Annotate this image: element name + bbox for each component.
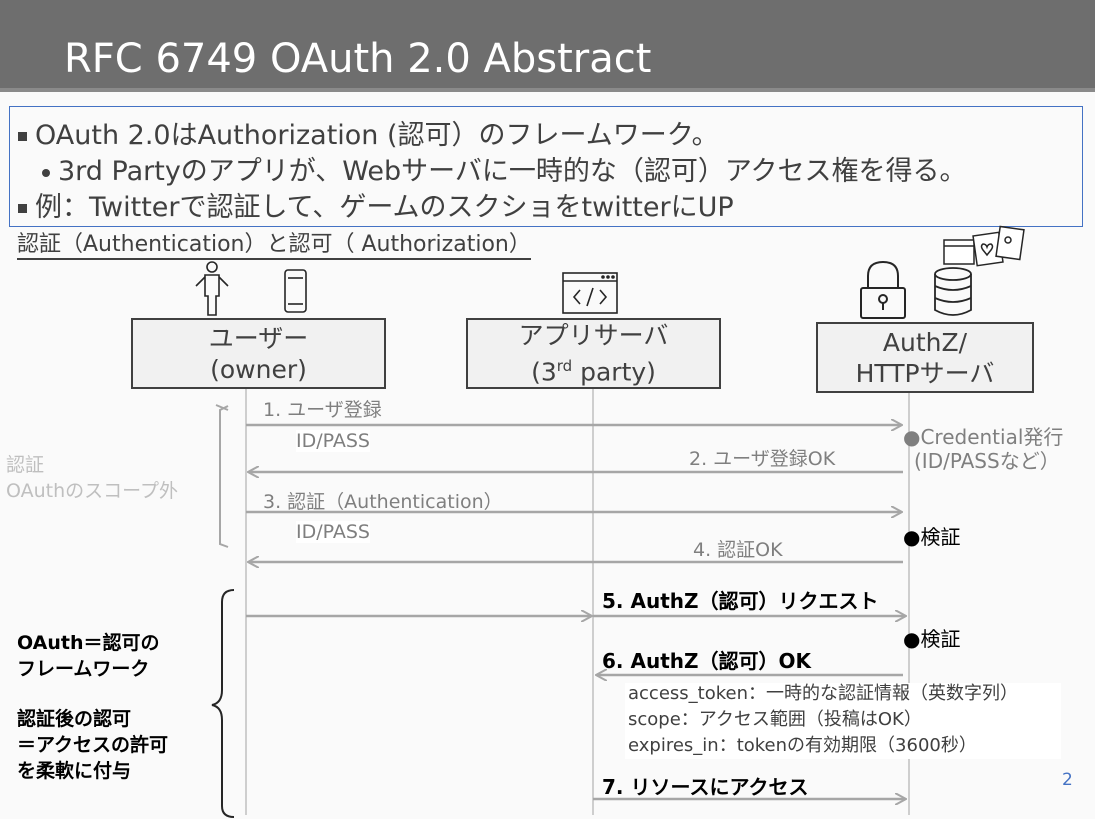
actor-app-box: アプリサーバ (3rd party)	[466, 318, 721, 389]
message-7-label: 7. リソースにアクセス	[602, 775, 809, 799]
actor-server-box: AuthZ/ HTTPサーバ	[816, 322, 1034, 393]
media-files-icon	[943, 225, 1025, 267]
actor-server-role: HTTPサーバ	[855, 358, 995, 388]
section-subheading: 認証（Authentication）と認可（ Authorization）	[17, 232, 531, 260]
auth-bracket	[219, 405, 229, 548]
message-1-payload: ID/PASS	[296, 430, 370, 452]
message-6-label: 6. AuthZ（認可）OK	[602, 649, 811, 673]
message-2-label: 2. ユーザ登録OK	[689, 448, 836, 470]
token-access: access_token：一時的な認証情報（英数字列）	[628, 683, 1018, 704]
actor-app-role: (3rd party)	[531, 356, 656, 387]
padlock-icon	[860, 260, 906, 319]
bullet-2: 例：Twitterで認証して、ゲームのスクショをtwitterにUP	[18, 185, 734, 224]
verify-note-2: ●検証	[903, 627, 961, 651]
actor-app-name: アプリサーバ	[518, 320, 669, 350]
credential-note: ●Credential発行	[903, 425, 1064, 449]
credential-note-detail: (ID/PASSなど）	[914, 449, 1060, 473]
actor-user-role: (owner)	[210, 354, 307, 384]
smartphone-icon	[284, 269, 307, 313]
title-bar-underline	[0, 88, 1095, 92]
actor-user-name: ユーザー	[208, 323, 309, 353]
token-expires: expires_in：tokenの有効期限（3600秒）	[628, 735, 977, 756]
oauth-side-label: OAuth＝認可の フレームワーク 認証後の認可 ＝アクセスの許可 を柔軟に付与	[17, 632, 169, 782]
verify-note-1: ●検証	[903, 525, 961, 549]
browser-code-icon	[562, 272, 618, 314]
message-3-payload: ID/PASS	[296, 521, 370, 543]
page-number: 2	[1062, 770, 1073, 790]
token-scope: scope：アクセス範囲（投稿はOK）	[628, 709, 922, 730]
slide-title: RFC 6749 OAuth 2.0 Abstract	[64, 36, 652, 82]
summary-box: OAuth 2.0はAuthorization (認可）のフレームワーク。 3r…	[9, 106, 1083, 227]
database-icon	[934, 267, 972, 316]
person-icon	[195, 261, 229, 316]
message-1-label: 1. ユーザ登録	[263, 399, 382, 421]
message-5-label: 5. AuthZ（認可）リクエスト	[602, 589, 879, 613]
actor-user-box: ユーザー (owner)	[131, 318, 386, 389]
message-4-label: 4. 認証OK	[693, 539, 783, 561]
oauth-brace	[211, 589, 235, 818]
bullet-1: OAuth 2.0はAuthorization (認可）のフレームワーク。	[18, 113, 719, 152]
bullet-1-sub: 3rd Partyのアプリが、Webサーバに一時的な（認可）アクセス権を得る。	[42, 149, 967, 188]
auth-side-label: 認証 OAuthのスコープ外	[6, 454, 179, 502]
title-bar	[0, 0, 1095, 88]
token-info-box	[625, 683, 1061, 759]
message-3-label: 3. 認証（Authentication）	[263, 491, 503, 513]
actor-server-name: AuthZ/	[882, 327, 968, 357]
